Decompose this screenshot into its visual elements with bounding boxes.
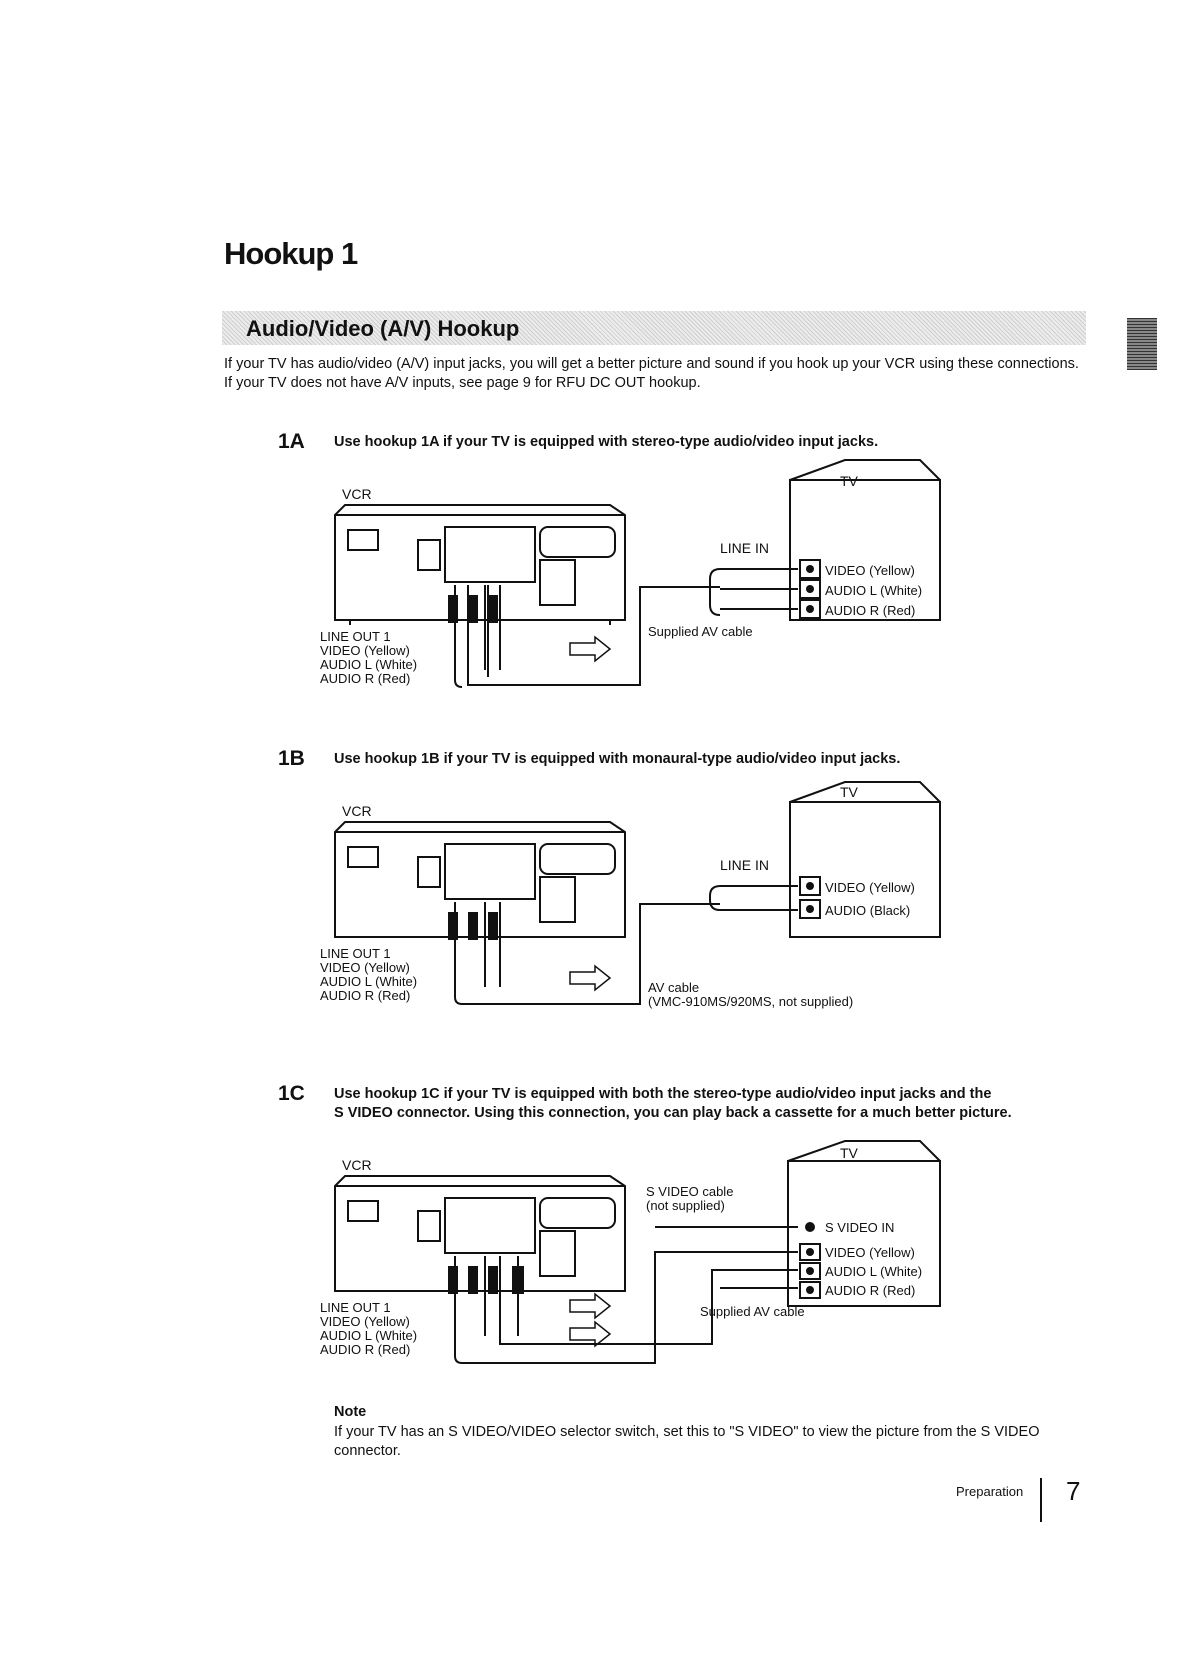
- svg-text:VCR: VCR: [342, 1157, 372, 1173]
- svg-text:TV: TV: [840, 1145, 859, 1161]
- svg-text:AUDIO L (White): AUDIO L (White): [320, 657, 417, 672]
- note-heading: Note: [334, 1404, 367, 1420]
- svg-text:AUDIO R (Red): AUDIO R (Red): [320, 988, 410, 1003]
- svg-text:AUDIO L (White): AUDIO L (White): [825, 1264, 922, 1279]
- cable-label: Supplied AV cable: [648, 624, 753, 639]
- svg-text:(VMC-910MS/920MS, not supplied: (VMC-910MS/920MS, not supplied): [648, 994, 853, 1009]
- step-number-1a: 1A: [278, 430, 305, 453]
- page-number: 7: [1066, 1476, 1081, 1506]
- svg-text:LINE OUT 1: LINE OUT 1: [320, 1300, 391, 1315]
- tv-label: TV: [840, 473, 859, 489]
- line-in-label: LINE IN: [720, 540, 769, 556]
- page-title: Hookup 1: [224, 236, 358, 271]
- step-text-1c-line1: Use hookup 1C if your TV is equipped wit…: [334, 1086, 992, 1102]
- svg-text:VIDEO (Yellow): VIDEO (Yellow): [825, 1245, 915, 1260]
- svg-text:S VIDEO cable: S VIDEO cable: [646, 1184, 733, 1199]
- section-edge-tab: [1127, 318, 1157, 370]
- step-number-1c: 1C: [278, 1082, 305, 1105]
- svg-text:AUDIO L (White): AUDIO L (White): [320, 974, 417, 989]
- diagram-1b: TV VCR LINE IN VIDEO (Yellow) AUDIO (Bla…: [320, 781, 941, 1009]
- tv-box: [789, 479, 941, 621]
- svg-text:S VIDEO IN: S VIDEO IN: [825, 1220, 894, 1235]
- svg-text:VIDEO (Yellow): VIDEO (Yellow): [320, 960, 410, 975]
- svg-text:AUDIO R (Red): AUDIO R (Red): [320, 671, 410, 686]
- svg-text:AUDIO R (Red): AUDIO R (Red): [825, 603, 915, 618]
- svg-text:VIDEO (Yellow): VIDEO (Yellow): [825, 563, 915, 578]
- intro-paragraph: If your TV has audio/video (A/V) input j…: [224, 356, 1079, 391]
- diagram-1c: TV VCR S VIDEO cable (not supplied) S VI…: [320, 1140, 941, 1364]
- svg-text:LINE OUT 1: LINE OUT 1: [320, 946, 391, 961]
- section-banner: [222, 311, 1086, 345]
- svg-text:Supplied AV cable: Supplied AV cable: [700, 1304, 805, 1319]
- svg-text:AUDIO (Black): AUDIO (Black): [825, 903, 910, 918]
- vcr-box: [334, 504, 626, 621]
- step-text-1a: Use hookup 1A if your TV is equipped wit…: [334, 434, 879, 450]
- svg-text:LINE OUT 1: LINE OUT 1: [320, 629, 391, 644]
- svg-text:VCR: VCR: [342, 803, 372, 819]
- svg-text:LINE IN: LINE IN: [720, 857, 769, 873]
- svg-text:VIDEO (Yellow): VIDEO (Yellow): [825, 880, 915, 895]
- step-text-1b: Use hookup 1B if your TV is equipped wit…: [334, 751, 901, 767]
- svg-text:AUDIO L (White): AUDIO L (White): [825, 583, 922, 598]
- svg-text:AUDIO R (Red): AUDIO R (Red): [825, 1283, 915, 1298]
- svg-text:TV: TV: [840, 784, 859, 800]
- svg-text:AUDIO R (Red): AUDIO R (Red): [320, 1342, 410, 1357]
- step-text-1c-line2: S VIDEO connector. Using this connection…: [334, 1105, 1012, 1121]
- footer-divider: [1040, 1478, 1042, 1522]
- svg-text:AV cable: AV cable: [648, 980, 699, 995]
- svg-text:(not supplied): (not supplied): [646, 1198, 725, 1213]
- footer-section-label: Preparation: [956, 1484, 1024, 1499]
- diagram-1a: TV VCR LINE IN VIDEO (Yellow) AUDIO L (W…: [320, 459, 941, 688]
- svg-text:VIDEO (Yellow): VIDEO (Yellow): [320, 1314, 410, 1329]
- vcr-label: VCR: [342, 486, 372, 502]
- section-banner-title: Audio/Video (A/V) Hookup: [246, 316, 520, 341]
- note-text: If your TV has an S VIDEO/VIDEO selector…: [334, 1424, 1040, 1459]
- svg-text:AUDIO L (White): AUDIO L (White): [320, 1328, 417, 1343]
- svg-text:VIDEO (Yellow): VIDEO (Yellow): [320, 643, 410, 658]
- step-number-1b: 1B: [278, 747, 305, 770]
